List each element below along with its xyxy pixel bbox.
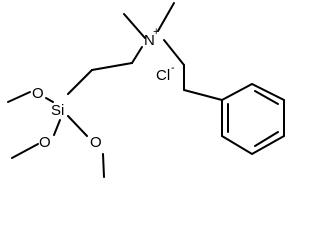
bond-ch2-to-si bbox=[67, 69, 93, 95]
bond-si-o-bottom-left bbox=[53, 119, 61, 136]
benzene-ring bbox=[221, 82, 285, 156]
bond-o-left-methyl bbox=[7, 91, 31, 103]
oxygen-left-label: O bbox=[32, 85, 44, 102]
chemical-structure-diagram: N + Si O O O Cl - bbox=[7, 2, 285, 178]
bond-si-o-bottom-right bbox=[67, 115, 88, 137]
oxygen-bottom-left-label: O bbox=[39, 134, 51, 151]
bond-o-bottom-left-methyl bbox=[11, 143, 39, 159]
benzene-double-bond-2 bbox=[254, 131, 279, 147]
bond-ch2-to-ch2 bbox=[91, 62, 133, 71]
bond-o-bottom-right-methyl bbox=[102, 153, 105, 178]
bond-n-to-ch2-right bbox=[163, 39, 185, 66]
bond-si-o-left bbox=[45, 97, 54, 103]
benzene-double-bond-1 bbox=[254, 90, 279, 105]
chloride-charge-label: - bbox=[171, 62, 175, 74]
silicon-label: Si bbox=[51, 102, 64, 119]
nitrogen-charge-label: + bbox=[153, 26, 159, 38]
bond-n-methyl-right bbox=[157, 2, 175, 32]
chloride-label: Cl bbox=[156, 67, 170, 84]
bond-ch2-to-ring bbox=[183, 89, 223, 101]
oxygen-bottom-right-label: O bbox=[90, 134, 102, 151]
bond-n-to-ch2 bbox=[131, 46, 143, 64]
nitrogen-label: N bbox=[144, 32, 155, 49]
bond-n-methyl-left bbox=[123, 13, 146, 39]
